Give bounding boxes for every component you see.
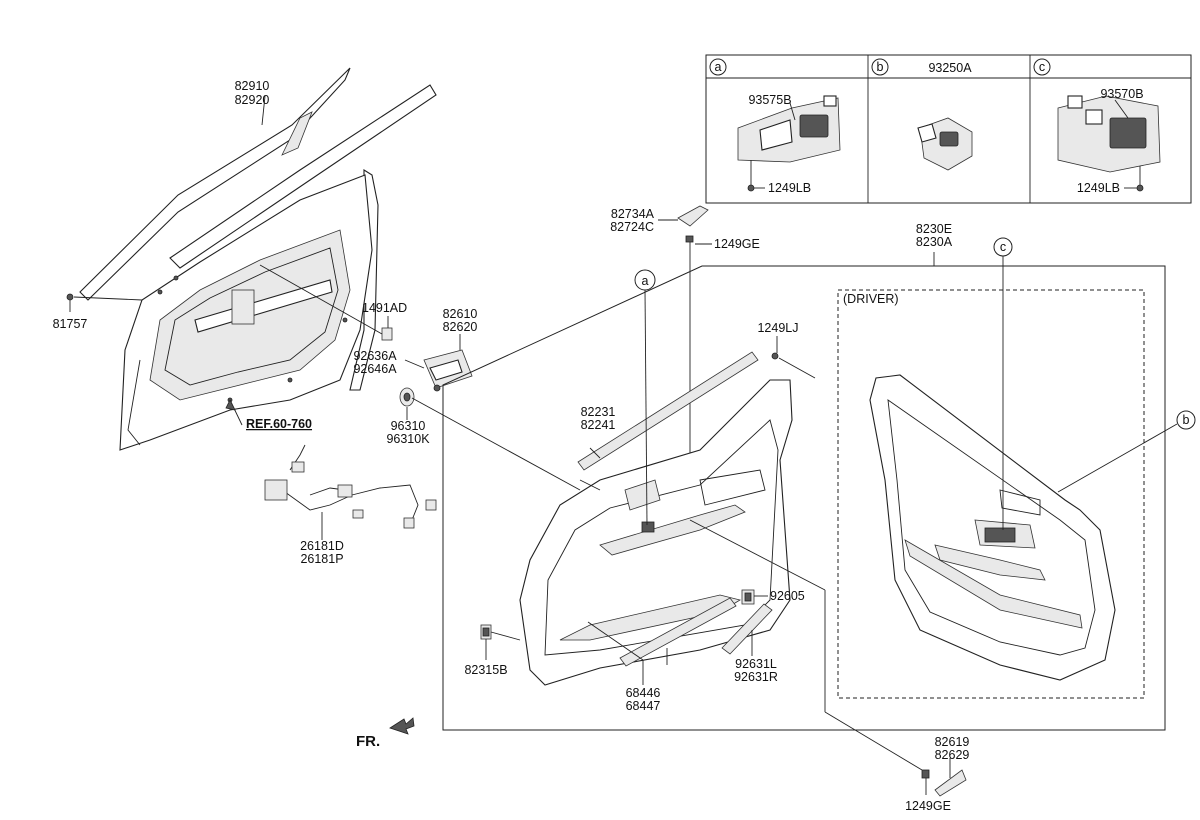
label-81757: 81757 — [53, 317, 88, 331]
label-92631L: 92631L — [735, 657, 777, 671]
callout-b: b — [1183, 413, 1190, 427]
label-26181D: 26181D — [300, 539, 344, 553]
label-8230E: 8230E — [916, 222, 952, 236]
label-96310K: 96310K — [386, 432, 430, 446]
legend-letter-b: b — [877, 60, 884, 74]
label-82619: 82619 — [935, 735, 970, 749]
wiring-harness-26181D — [264, 444, 437, 529]
label-82724C: 82724C — [610, 220, 654, 234]
legend-a-screw-1249LB: 1249LB — [768, 181, 811, 195]
belt-molding-82231 — [577, 351, 759, 471]
legend-b-part-93250A: 93250A — [928, 61, 972, 75]
clip-82315B — [480, 624, 492, 640]
screw-1249GE-bottom — [921, 769, 930, 779]
label-82241: 82241 — [581, 418, 616, 432]
fr-arrow-icon — [389, 717, 415, 735]
label-92605: 92605 — [770, 589, 805, 603]
label-82231: 82231 — [581, 405, 616, 419]
driver-door-trim-panel — [869, 374, 1116, 681]
inside-handle-82610 — [423, 349, 473, 392]
reflector-92631L — [721, 603, 773, 655]
label-8230A: 8230A — [916, 235, 953, 249]
tweeter-96310 — [399, 387, 415, 407]
label-1491AD: 1491AD — [362, 301, 407, 315]
label-82734A: 82734A — [611, 207, 655, 221]
legend-table: a b c 93250A 93575B 1249LB — [705, 54, 1192, 204]
label-92646A: 92646A — [353, 362, 397, 376]
switch-93250A — [917, 117, 973, 171]
legend-letter-a: a — [715, 60, 722, 74]
label-fr: FR. — [356, 733, 380, 750]
cover-82734A — [677, 205, 709, 227]
lamp-92605 — [741, 589, 755, 605]
front-door-frame — [79, 67, 437, 451]
label-1249GE-top: 1249GE — [714, 237, 760, 251]
clip-1249LJ — [771, 352, 779, 360]
label-96310: 96310 — [391, 419, 426, 433]
label-68447: 68447 — [626, 699, 661, 713]
switch-assembly-93570B — [1057, 95, 1161, 173]
label-driver: (DRIVER) — [843, 292, 899, 306]
label-ref-60-760: REF.60-760 — [246, 417, 312, 431]
label-92631R: 92631R — [734, 670, 778, 684]
clip-1491AD — [381, 327, 393, 341]
label-26181P: 26181P — [300, 552, 343, 566]
label-82629: 82629 — [935, 748, 970, 762]
callout-c: c — [1000, 240, 1006, 254]
label-82610: 82610 — [443, 307, 478, 321]
callout-a: a — [642, 274, 649, 288]
label-82920: 82920 — [235, 93, 270, 107]
legend-letter-c: c — [1039, 60, 1045, 74]
label-1249LJ: 1249LJ — [757, 321, 798, 335]
cover-82619 — [934, 769, 967, 797]
label-68446: 68446 — [626, 686, 661, 700]
switch-assembly-93575B — [737, 95, 841, 163]
legend-a-part-93575B: 93575B — [748, 93, 791, 107]
label-1249GE-bottom: 1249GE — [905, 799, 951, 813]
legend-c-part-93570B: 93570B — [1100, 87, 1143, 101]
garnish-68446 — [619, 597, 737, 667]
screw-1249GE-top — [685, 235, 694, 243]
label-82620: 82620 — [443, 320, 478, 334]
label-92636A: 92636A — [353, 349, 397, 363]
label-82910: 82910 — [235, 79, 270, 93]
legend-c-screw-1249LB: 1249LB — [1077, 181, 1120, 195]
label-82315B: 82315B — [464, 663, 507, 677]
